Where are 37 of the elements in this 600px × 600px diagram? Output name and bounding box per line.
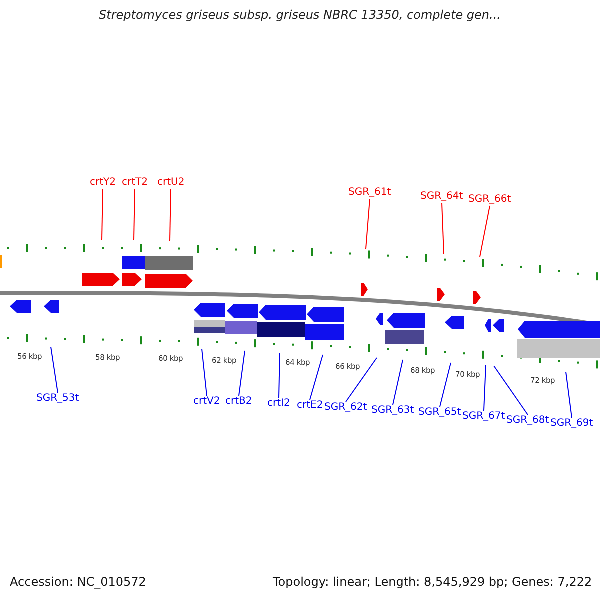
gene-label: SGR_63t — [372, 406, 414, 416]
leader-line — [134, 188, 136, 240]
gene-label: crtU2 — [158, 178, 185, 188]
gene-label: SGR_65t — [418, 408, 462, 418]
gene-label: crtY2 — [90, 178, 116, 188]
gene-label: SGR_69t — [550, 419, 594, 429]
accession-text: Accession: NC_010572 — [10, 576, 146, 588]
title: Streptomyces griseus subsp. griseus NBRC 13350, complete gen... — [99, 9, 501, 21]
gene-label: crtT2 — [122, 178, 148, 188]
gene-label: SGR_61t — [348, 188, 392, 198]
leader-line — [366, 198, 370, 250]
gene-label: SGR_53t — [36, 394, 80, 404]
leader-line — [102, 188, 104, 240]
leader-line — [480, 206, 490, 258]
gene-label: crtV2 — [194, 397, 220, 407]
gene-label: SGR_67t — [462, 412, 506, 422]
leader-line — [566, 372, 572, 418]
gene-label: SGR_64t — [420, 192, 464, 202]
leader-line — [310, 354, 324, 400]
leader-line — [202, 348, 208, 396]
leader-line — [346, 358, 378, 402]
gene-label: crtB2 — [226, 397, 252, 407]
leader-line — [238, 350, 246, 396]
gene-label: SGR_68t — [506, 416, 550, 426]
leader-line — [170, 188, 172, 242]
leader-line — [442, 202, 444, 254]
leader-line — [494, 366, 528, 416]
leader-line — [440, 362, 452, 408]
genome-summary: Topology: linear; Length: 8,545,929 bp; Genes: 7,222 — [273, 576, 592, 588]
leader-line — [392, 360, 404, 406]
gene-label: crtI2 — [268, 399, 290, 409]
gene-label: SGR_66t — [468, 195, 512, 205]
leader-line — [278, 352, 280, 398]
leader-line — [50, 346, 58, 394]
leader-line — [484, 364, 486, 412]
gene-label: crtE2 — [297, 401, 324, 411]
gene-label: SGR_62t — [324, 403, 368, 413]
